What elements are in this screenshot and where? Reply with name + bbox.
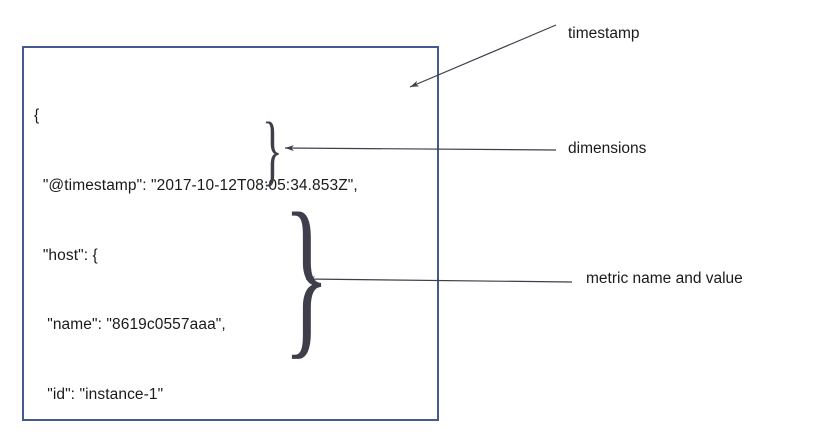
annotation-label-dimensions: dimensions [568, 140, 647, 157]
json-document-box: { "@timestamp": "2017-10-12T08:05:34.853… [22, 46, 439, 421]
json-line-host-id: "id": "instance-1" [34, 385, 164, 403]
json-line-timestamp: "@timestamp": "2017-10-12T08:05:34.853Z"… [34, 177, 358, 194]
json-code-block: { "@timestamp": "2017-10-12T08:05:34.853… [34, 58, 358, 437]
annotation-label-timestamp: timestamp [568, 25, 640, 42]
json-line-host-name: "name": "8619c0557aaa", [34, 316, 226, 334]
annotation-label-metric: metric name and value [586, 270, 743, 287]
json-line-host-open: "host": { [34, 246, 98, 264]
json-line: { [34, 107, 40, 125]
